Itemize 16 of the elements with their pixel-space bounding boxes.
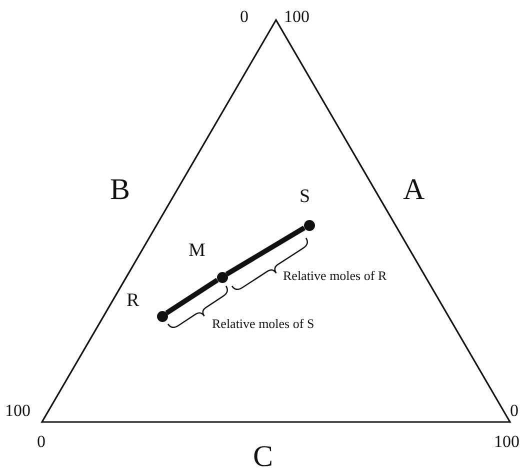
axis-label: C: [253, 442, 274, 472]
point-label: R: [126, 290, 140, 310]
point-label: S: [300, 186, 310, 206]
tie-line: [165, 278, 219, 316]
tick-label: 100: [284, 8, 310, 25]
axis-label: B: [110, 175, 130, 205]
tick-label: 100: [5, 402, 30, 419]
tick-label: 0: [37, 433, 46, 450]
tick-label: 100: [494, 433, 520, 450]
tick-label: 0: [510, 402, 518, 419]
annotation: Relative moles of S: [212, 317, 314, 330]
tie-line: [225, 226, 306, 276]
annotation: Relative moles of R: [283, 269, 387, 282]
point-label: M: [188, 240, 206, 260]
axis-label: A: [403, 175, 425, 205]
tick-label: 0: [240, 8, 248, 25]
